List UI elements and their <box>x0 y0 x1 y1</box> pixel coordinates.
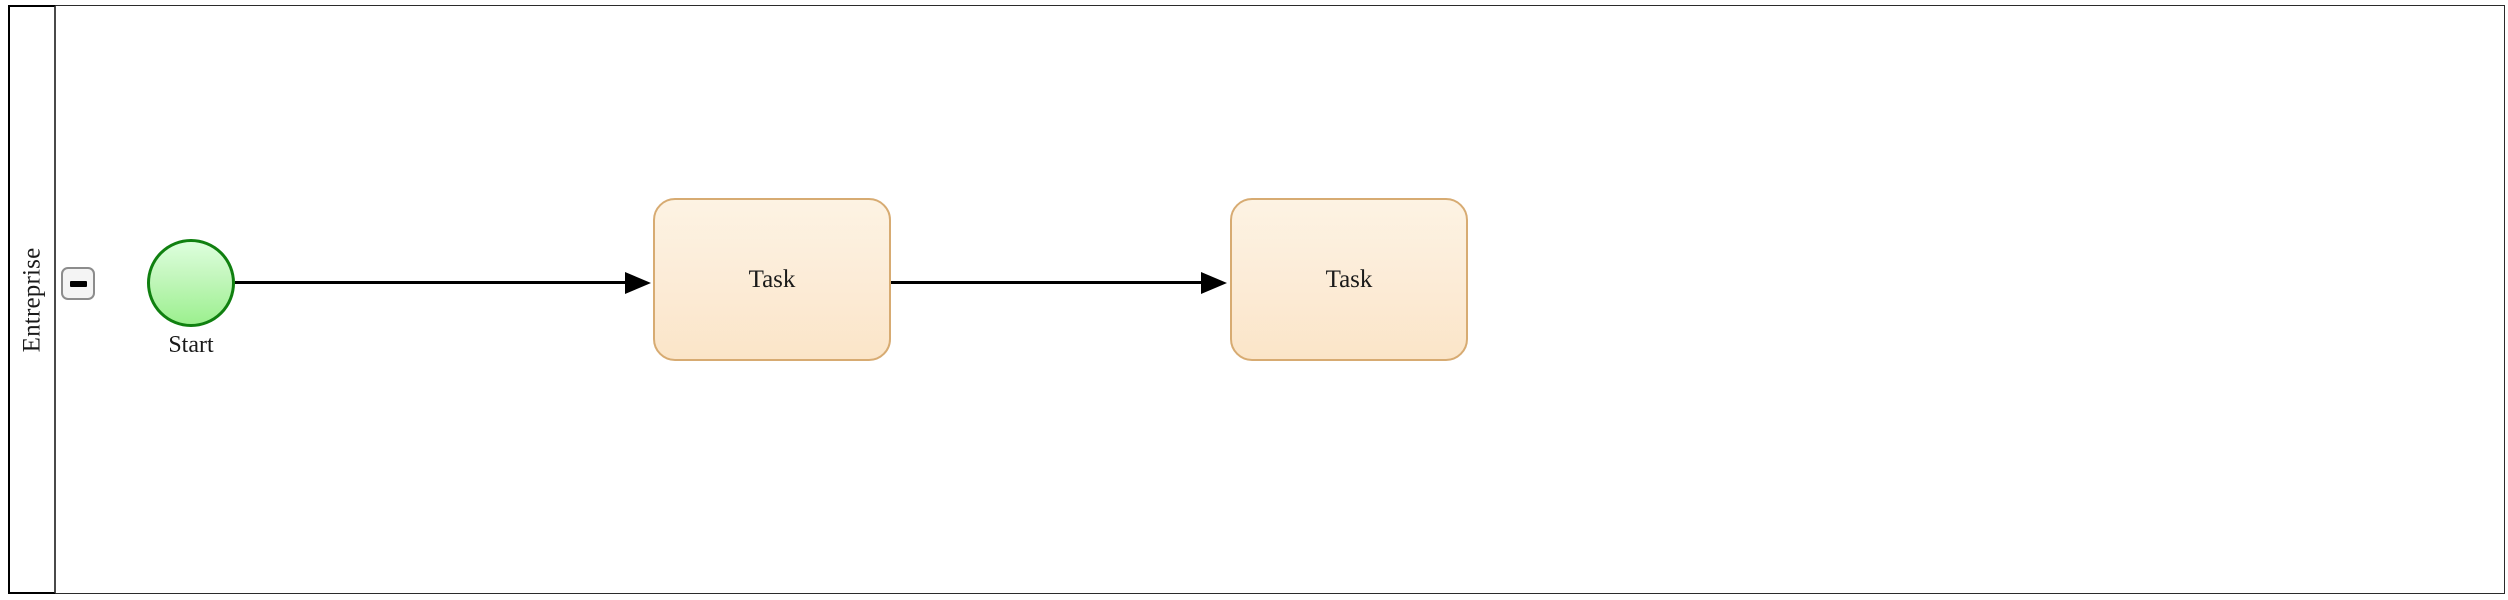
sequence-flow-task-1-to-task-2[interactable] <box>891 281 1201 284</box>
pool-collapse-button[interactable] <box>61 267 95 300</box>
sequence-flow-start-to-task-1[interactable] <box>235 281 625 284</box>
task-node-1[interactable]: Task <box>653 198 891 361</box>
start-event-node[interactable] <box>147 239 235 327</box>
arrowhead-icon <box>1201 272 1227 294</box>
start-event-label: Start <box>168 332 214 358</box>
pool-label-band[interactable]: Entreprise <box>8 5 56 594</box>
minus-icon <box>69 280 87 287</box>
task-label: Task <box>748 265 796 293</box>
arrowhead-icon <box>625 272 651 294</box>
task-node-2[interactable]: Task <box>1230 198 1468 361</box>
task-label: Task <box>1325 265 1373 293</box>
pool-label: Entreprise <box>18 247 46 352</box>
